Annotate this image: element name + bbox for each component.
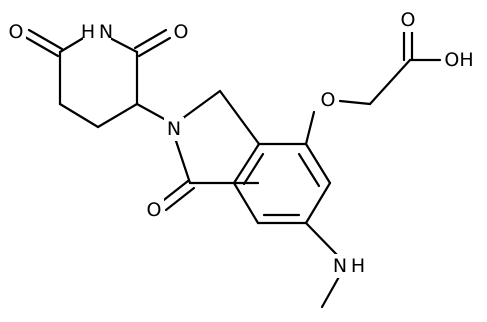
bond-n-ch2 <box>181 89 222 120</box>
bond-c4-c5 <box>304 142 332 185</box>
bond-n-c1 <box>173 136 192 185</box>
atom-o-imide-right: O <box>174 21 189 43</box>
bond-c7-c7a <box>232 181 260 225</box>
atom-o-imide-left: O <box>9 21 24 43</box>
atom-oh-acid: OH <box>444 49 473 71</box>
bond-o-ether-ch2 <box>338 99 372 106</box>
bond-c5-c6 <box>304 181 332 225</box>
atom-o-acid-carbonyl: O <box>401 9 416 31</box>
bond-c7a-c3a <box>232 142 261 185</box>
atom-nh-imide: H N <box>81 21 113 43</box>
bond-ch2-c3a <box>218 89 261 146</box>
atom-nh-amine: N H <box>333 255 365 277</box>
bond-c6-o-double-a <box>23 35 60 58</box>
atom-o-lactam: O <box>147 199 162 221</box>
benzene-ring <box>232 142 332 225</box>
bond-c6-o-double-b <box>27 28 64 51</box>
bond-nh-ch3 <box>320 273 342 309</box>
lactam-ring <box>158 89 261 212</box>
bond-c1-o-double-b <box>164 186 196 212</box>
bond-c7a-c3a-inner <box>242 152 265 186</box>
bond-ch2-cooh <box>368 58 412 106</box>
bond-c4-o-ether <box>304 110 316 146</box>
bond-c2-o-double-b <box>137 36 172 58</box>
bond-c1-o-double-a <box>158 179 190 205</box>
bond-c4-c5-inner <box>297 152 321 188</box>
bond-c2-o-double-a <box>133 28 168 50</box>
bond-c3-n-lactam <box>135 102 168 122</box>
bond-c6-n1 <box>58 35 87 54</box>
glutarimide-ring <box>23 28 172 129</box>
bond-n1-c2 <box>106 35 139 54</box>
methylamino-group <box>304 221 342 309</box>
bond-c6-nh <box>304 221 342 260</box>
atom-labels: O H N O N O O O OH N H <box>6 8 476 278</box>
atom-o-ether: O <box>321 89 336 111</box>
bond-c4-c5 <box>58 102 100 129</box>
oxyacetic-acid-chain <box>304 30 442 146</box>
bond-c3-c4 <box>96 102 139 129</box>
atom-n-lactam: N <box>167 118 181 140</box>
